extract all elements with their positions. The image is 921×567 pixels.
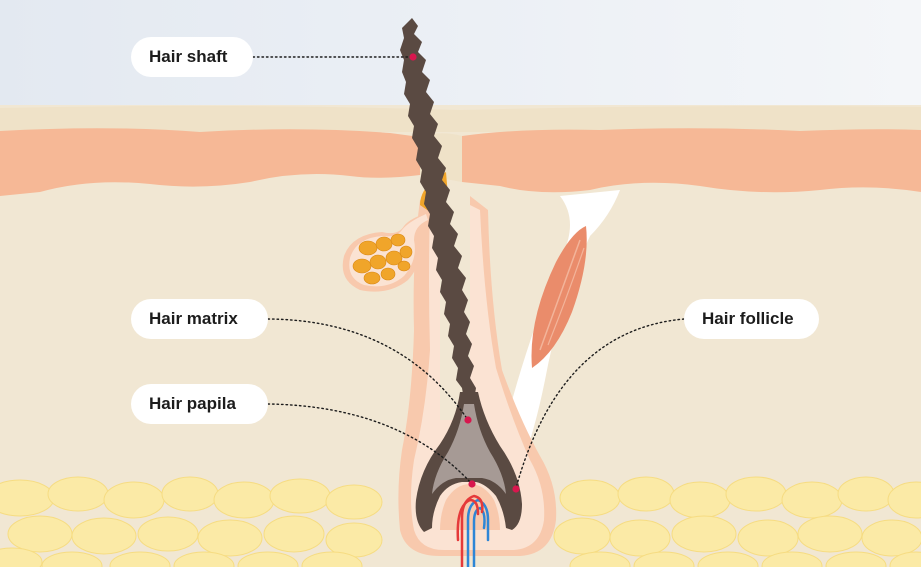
subcutaneous-fat [0, 476, 921, 567]
leader-line-hair-follicle [515, 318, 685, 489]
hair-shaft-shape [400, 18, 476, 400]
label-hair-shaft: Hair shaft [131, 37, 253, 77]
marker-hair-papila [468, 480, 476, 488]
muscle-connective-tissue [500, 190, 620, 470]
epidermis-left [0, 128, 420, 196]
skin-surface [0, 105, 921, 132]
sebaceous-cells [352, 233, 413, 285]
blood-vessels [456, 494, 490, 567]
leader-lines [252, 56, 685, 489]
epidermis-right [462, 128, 921, 193]
marker-hair-matrix [464, 416, 472, 424]
label-hair-matrix: Hair matrix [131, 299, 268, 339]
hair-matrix-region [432, 404, 506, 494]
marker-hair-shaft [409, 53, 417, 61]
muscle-striation [547, 247, 585, 346]
leader-line-hair-matrix [267, 318, 469, 421]
marker-hair-follicle [512, 485, 520, 493]
label-hair-papila: Hair papila [131, 384, 268, 424]
leader-line-hair-papila [267, 403, 473, 485]
muscle-striation [539, 239, 581, 351]
marker-dots [409, 53, 520, 493]
label-hair-follicle: Hair follicle [684, 299, 819, 339]
